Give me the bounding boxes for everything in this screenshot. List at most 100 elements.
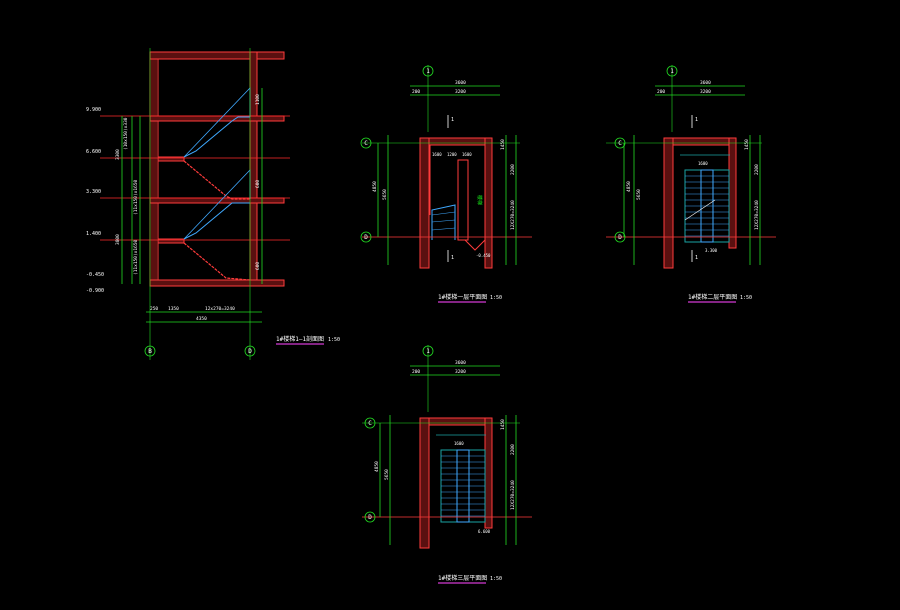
plan2-top-dim-3: 3200: [700, 89, 711, 95]
plan1-top-dim-1: 3600: [455, 80, 466, 86]
plan3-axis-top-label: 1: [426, 348, 430, 355]
section-left-wall-hatch: [151, 53, 157, 283]
level-label-1: 9.900: [86, 107, 101, 113]
level-label-3: 3.300: [86, 189, 101, 195]
section-bottom-dim-1: 250: [150, 306, 158, 312]
section-right-wall: [249, 51, 258, 285]
plan2-inner-label-1: 1600: [698, 161, 708, 166]
plan1-bottom-label: -0.450: [476, 253, 491, 258]
plan2-right-wall: [728, 137, 737, 249]
plan1-side-dim-1: 4850: [372, 181, 378, 192]
section-floor-slab-1: [149, 279, 285, 287]
plan1-stair-step-2: [431, 219, 456, 223]
plan2-axis-top-label: 1: [670, 68, 674, 75]
section-dim-left-1: (10x150)x330: [123, 117, 129, 150]
section-dim-left-5: 3800: [115, 234, 121, 245]
plan3-axis-d-label: D: [368, 514, 372, 521]
plan-level-2: 1 3600 200 3200 C D 4850 5650: [606, 65, 776, 303]
plan1-cut-label-bottom: 1: [451, 255, 454, 261]
plan3-axis-c-label: C: [368, 420, 372, 427]
plan1-axis-bubble-top: [422, 65, 434, 77]
plan2-stair-treads: [685, 175, 729, 237]
plan-level-1: 1 3600 200 3200 楼梯 C D 4850 5650: [360, 65, 532, 303]
axis-bubble-d: [244, 345, 256, 357]
plan1-top-dim-2: 200: [412, 89, 420, 95]
plan1-inner-label-2: 1200: [447, 152, 457, 157]
plan1-right-dim-1: 1450: [500, 139, 506, 150]
plan1-top-dim-3: 3200: [455, 89, 466, 95]
section-bottom-dim-2: 1350: [168, 306, 179, 312]
section-dim-left-2: 3300: [115, 149, 121, 160]
plan2-top-wall: [663, 137, 737, 146]
plan2-right-dim-1: 1450: [744, 139, 750, 150]
stair-flight-4: [183, 242, 251, 281]
plan3-right-dim-3: 12X270=3240: [510, 480, 516, 510]
plan1-partition: [457, 159, 469, 241]
plan2-side-dim-2: 5650: [636, 189, 642, 200]
axis-bubble-b: [144, 345, 156, 357]
plan1-side-dim-2: 5650: [382, 189, 388, 200]
plan-level-3: 1 3600 200 3200 C D 4850 5650: [362, 345, 532, 584]
plan3-inner-label-1: 1600: [454, 441, 464, 446]
plan2-axis-bubble-c: [614, 137, 626, 149]
plan2-right-dim-3: 12X270=3240: [754, 200, 760, 230]
plan1-axis-d-label: D: [364, 234, 368, 241]
plan2-top-dim-2: 200: [657, 89, 665, 95]
plan3-top-wall: [419, 417, 493, 426]
plan1-right-dim-2: 2200: [510, 164, 516, 175]
plan3-right-dim-2: 2200: [510, 444, 516, 455]
section-dim-left-4: (11x150)x1650: [133, 239, 139, 275]
plan3-axis-bubble-d: [364, 511, 376, 523]
plan2-axis-bubble-d: [614, 231, 626, 243]
axis-label-d: D: [248, 348, 252, 355]
plan3-right-dim-1: 1450: [500, 419, 506, 430]
plan3-title: 1#楼梯三层平面图: [438, 574, 487, 582]
section-scale: 1:50: [328, 337, 340, 343]
level-label-4: 1.400: [86, 231, 101, 237]
plan3-top-dim-3: 3200: [455, 369, 466, 375]
plan3-axis-bubble-top: [422, 345, 434, 357]
plan2-side-dim-1: 4850: [626, 181, 632, 192]
plan3-side-dim-2: 5650: [384, 469, 390, 480]
section-landing-1: [157, 156, 185, 162]
section-floor-slab-2: [149, 197, 285, 204]
plan1-stair-step-3: [431, 227, 456, 231]
plan1-axis-c-label: C: [364, 140, 368, 147]
section-dim-right-2: 600: [255, 180, 261, 188]
plan3-top-dim-2: 200: [412, 369, 420, 375]
stair-flight-3: [183, 202, 250, 240]
plan1-axis-bubble-c: [360, 137, 372, 149]
plan2-title: 1#楼梯二层平面图: [688, 293, 737, 301]
plan2-cut-label-bottom: 1: [695, 255, 698, 261]
section-dim-left-3: (11x150)x1650: [133, 179, 139, 215]
plan3-axis-bubble-c: [364, 417, 376, 429]
level-label-2: 6.600: [86, 149, 101, 155]
section-dim-right-3: 600: [255, 262, 261, 270]
plan1-right-wall: [484, 137, 493, 269]
plan1-room-label: 楼梯: [476, 195, 483, 205]
plan1-inner-label-3: 1600: [462, 152, 472, 157]
plan3-right-wall: [484, 417, 493, 529]
section-title: 1#楼梯1—1剖面图: [276, 335, 324, 343]
axis-label-b: B: [148, 348, 152, 355]
plan3-top-dim-1: 3600: [455, 360, 466, 366]
plan2-axis-c-label: C: [618, 140, 622, 147]
plan2-right-dim-2: 2200: [754, 164, 760, 175]
level-label-6: -0.900: [86, 288, 104, 294]
plan1-axis-bubble-d: [360, 231, 372, 243]
plan2-axis-bubble-top: [666, 65, 678, 77]
plan3-side-dim-1: 4850: [374, 461, 380, 472]
plan1-partition-tip: [464, 239, 486, 251]
plan1-stair-step-1: [431, 211, 456, 216]
plan2-bottom-label: 3.300: [705, 248, 718, 253]
plan1-inner-label-1: 1600: [432, 152, 442, 157]
level-label-5: -0.450: [86, 272, 104, 278]
section-1-1: 9.900 6.600 3.300 1.400 -0.450 -0.900 (1…: [86, 48, 340, 360]
section-bottom-dim-3: 12x270=3240: [205, 306, 235, 312]
plan1-title: 1#楼梯一层平面图: [438, 293, 487, 301]
plan1-stair: [431, 204, 456, 240]
plan1-right-dim-3: 12X270=3240: [510, 200, 516, 230]
plan3-scale: 1:50: [490, 576, 502, 582]
